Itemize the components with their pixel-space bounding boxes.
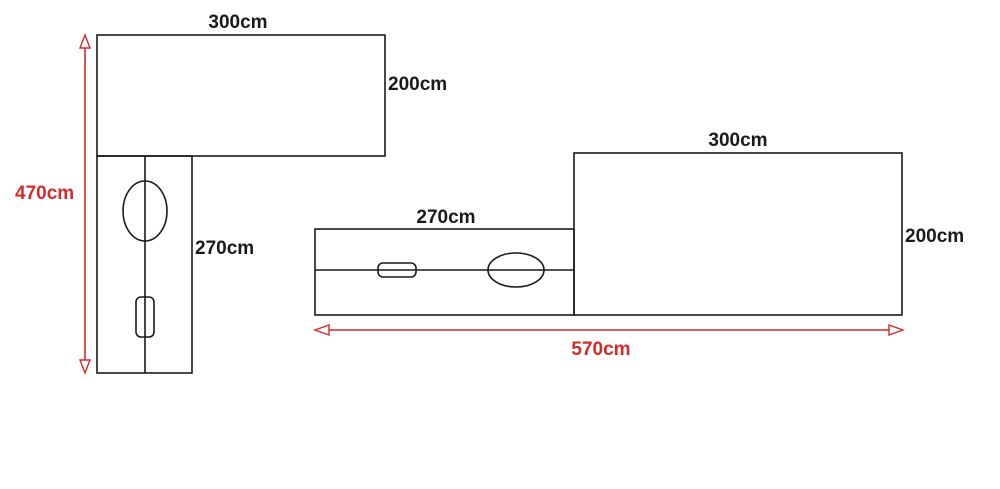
right-total-width-label: 570cm — [571, 339, 630, 360]
right-oval-cutout — [487, 252, 545, 288]
left-configuration: 300cm 200cm 270cm 470cm — [15, 12, 447, 375]
arrow-down-icon — [78, 359, 92, 375]
right-block-depth-label: 200cm — [905, 226, 964, 247]
right-horizontal-length-label: 270cm — [416, 207, 475, 228]
left-top-block — [96, 34, 386, 157]
left-small-handle — [135, 296, 155, 338]
left-total-height-dimension — [78, 33, 92, 375]
left-oval-cutout — [122, 180, 168, 242]
left-top-depth-label: 200cm — [388, 74, 447, 95]
arrow-left-icon — [312, 324, 330, 336]
left-top-width-label: 300cm — [208, 12, 267, 33]
right-configuration: 270cm 300cm 200cm 570cm — [312, 130, 964, 360]
right-total-width-dimension — [312, 324, 906, 336]
arrow-right-icon — [888, 324, 906, 336]
right-horizontal-piece — [314, 228, 575, 316]
right-block-width-label: 300cm — [708, 130, 767, 151]
arrow-up-icon — [78, 33, 92, 49]
right-block — [573, 152, 903, 316]
left-vertical-length-label: 270cm — [195, 238, 254, 259]
right-small-handle — [377, 262, 417, 278]
left-total-height-label: 470cm — [15, 183, 74, 204]
